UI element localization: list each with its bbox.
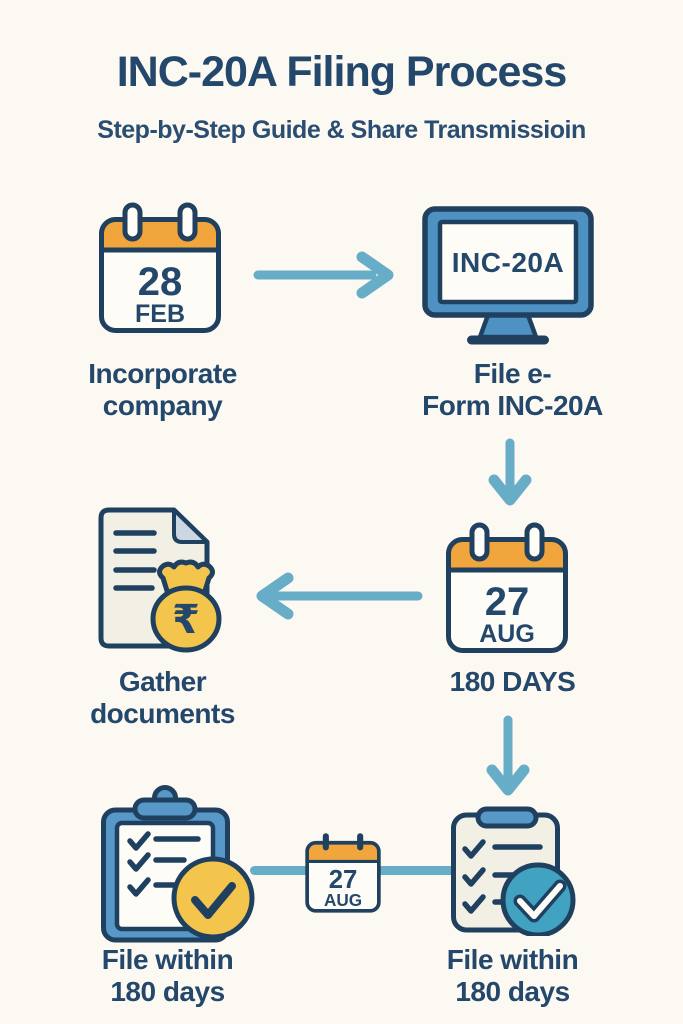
calendar-month-text: AUG [324, 890, 362, 910]
checklist-check [127, 877, 151, 897]
arrow-down-icon [486, 715, 530, 796]
calendar-ring [357, 833, 364, 851]
rupee-symbol: ₹ [172, 597, 200, 643]
check-circle-teal [500, 862, 576, 936]
clipboard-clip [475, 806, 539, 829]
arrow-left-icon [256, 572, 423, 620]
calendar-day-text: 27 [329, 866, 358, 894]
document-fold-corner [172, 508, 209, 544]
monitor-icon: INC-20A [422, 206, 594, 345]
label-file-eform: File e- Form INC-20A [422, 358, 603, 422]
check-circle-yellow [171, 856, 255, 940]
calendar-ring [524, 522, 545, 562]
clipboard-teal-check-icon [451, 806, 576, 936]
label-incorporate-company: Incorporate company [88, 358, 237, 422]
checklist-check [127, 831, 151, 851]
calendar-ring [469, 522, 490, 562]
mini-calendar-27aug-icon: 27 AUG [305, 833, 381, 913]
page-subtitle: Step-by-Step Guide & Share Transmissioin [97, 116, 586, 144]
monitor-base [467, 335, 549, 345]
arrow-right-icon [253, 251, 394, 299]
documents-money-icon: ₹ [98, 507, 222, 653]
calendar-27aug-icon: 27 AUG [446, 522, 568, 653]
calendar-day-text: 27 [485, 580, 530, 624]
checklist-check [462, 894, 486, 914]
checklist-check [462, 867, 486, 887]
label-180-days: 180 DAYS [449, 666, 576, 697]
page-title: INC-20A Filing Process [116, 48, 568, 96]
calendar-month-text: FEB [135, 300, 185, 328]
label-file-within-right: File within 180 days [446, 944, 579, 1008]
clipboard-clip [132, 797, 198, 821]
money-bag-body [150, 585, 222, 653]
label-file-within-left: File within 180 days [101, 944, 234, 1008]
monitor-screen [437, 219, 579, 305]
clipboard-yellow-check-icon [101, 785, 255, 943]
arrow-down-icon [488, 438, 532, 506]
calendar-28feb-icon: 28 FEB [99, 202, 221, 333]
calendar-header-band [448, 539, 566, 570]
checklist-check [462, 839, 486, 859]
calendar-month-text: AUG [479, 620, 535, 648]
calendar-header-band [101, 219, 219, 250]
calendar-ring [322, 833, 329, 851]
calendar-ring [122, 202, 143, 242]
calendar-ring [177, 202, 198, 242]
monitor-screen-text: INC-20A [452, 247, 564, 278]
calendar-header-band [307, 842, 379, 862]
checklist-check [127, 852, 151, 872]
monitor-stand [477, 312, 539, 340]
calendar-day-text: 28 [138, 260, 183, 304]
check-mark [517, 883, 563, 919]
label-gather-documents: Gather documents [90, 666, 235, 730]
check-mark [191, 882, 236, 919]
